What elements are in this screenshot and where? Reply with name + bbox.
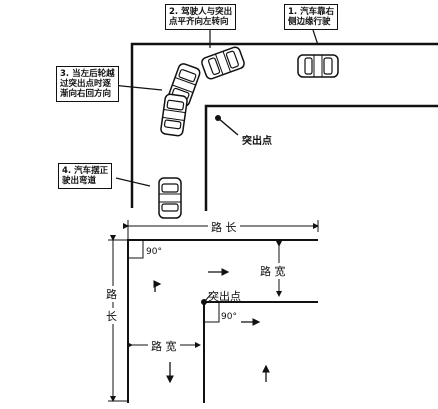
road-width-label-bottom: 路 宽 — [148, 338, 180, 354]
note-2-line1: 2. 驾驶人与突出 — [169, 7, 233, 17]
note-3-line3: 渐向右回方向 — [60, 89, 112, 99]
top-road-walls — [130, 42, 438, 211]
road-width-label-right: 路 宽 — [258, 263, 288, 279]
note-2: 2. 驾驶人与突出 点平齐向左转向 — [165, 4, 237, 30]
note-1-line2: 侧边缘行驶 — [288, 17, 331, 27]
prominent-point-top — [215, 115, 239, 136]
note-1: 1. 汽车靠右 侧边缘行驶 — [284, 4, 339, 30]
note-4-line1: 4. 汽车摆正 — [62, 166, 109, 176]
note-2-line2: 点平齐向左转向 — [169, 17, 229, 27]
note-3: 3. 当左后轮越 过突出点时逐 渐向右回方向 — [56, 66, 119, 102]
angle-label-2: 90° — [221, 312, 237, 322]
note-3-line1: 3. 当左后轮越 — [60, 69, 115, 79]
car-4-exit — [158, 177, 182, 219]
road-length-label-top: 路 长 — [208, 219, 240, 235]
note-3-line2: 过突出点时逐 — [60, 79, 112, 89]
road-length-label-left-1: 路 — [106, 286, 117, 302]
road-length-label-left-2: 长 — [106, 308, 117, 324]
bottom-road-plan — [108, 220, 319, 403]
angle-label-1: 90° — [146, 247, 162, 257]
prominent-point-label-bottom: 突出点 — [208, 290, 241, 303]
car-3b-corner — [159, 92, 189, 138]
note-4-line2: 驶出弯道 — [62, 176, 97, 186]
note-1-line1: 1. 汽车靠右 — [288, 7, 335, 17]
car-1-right-side — [297, 54, 339, 78]
prominent-point-label-top: 突出点 — [242, 136, 272, 147]
car-2-turning — [199, 45, 247, 81]
note-4: 4. 汽车摆正 驶出弯道 — [58, 163, 113, 189]
